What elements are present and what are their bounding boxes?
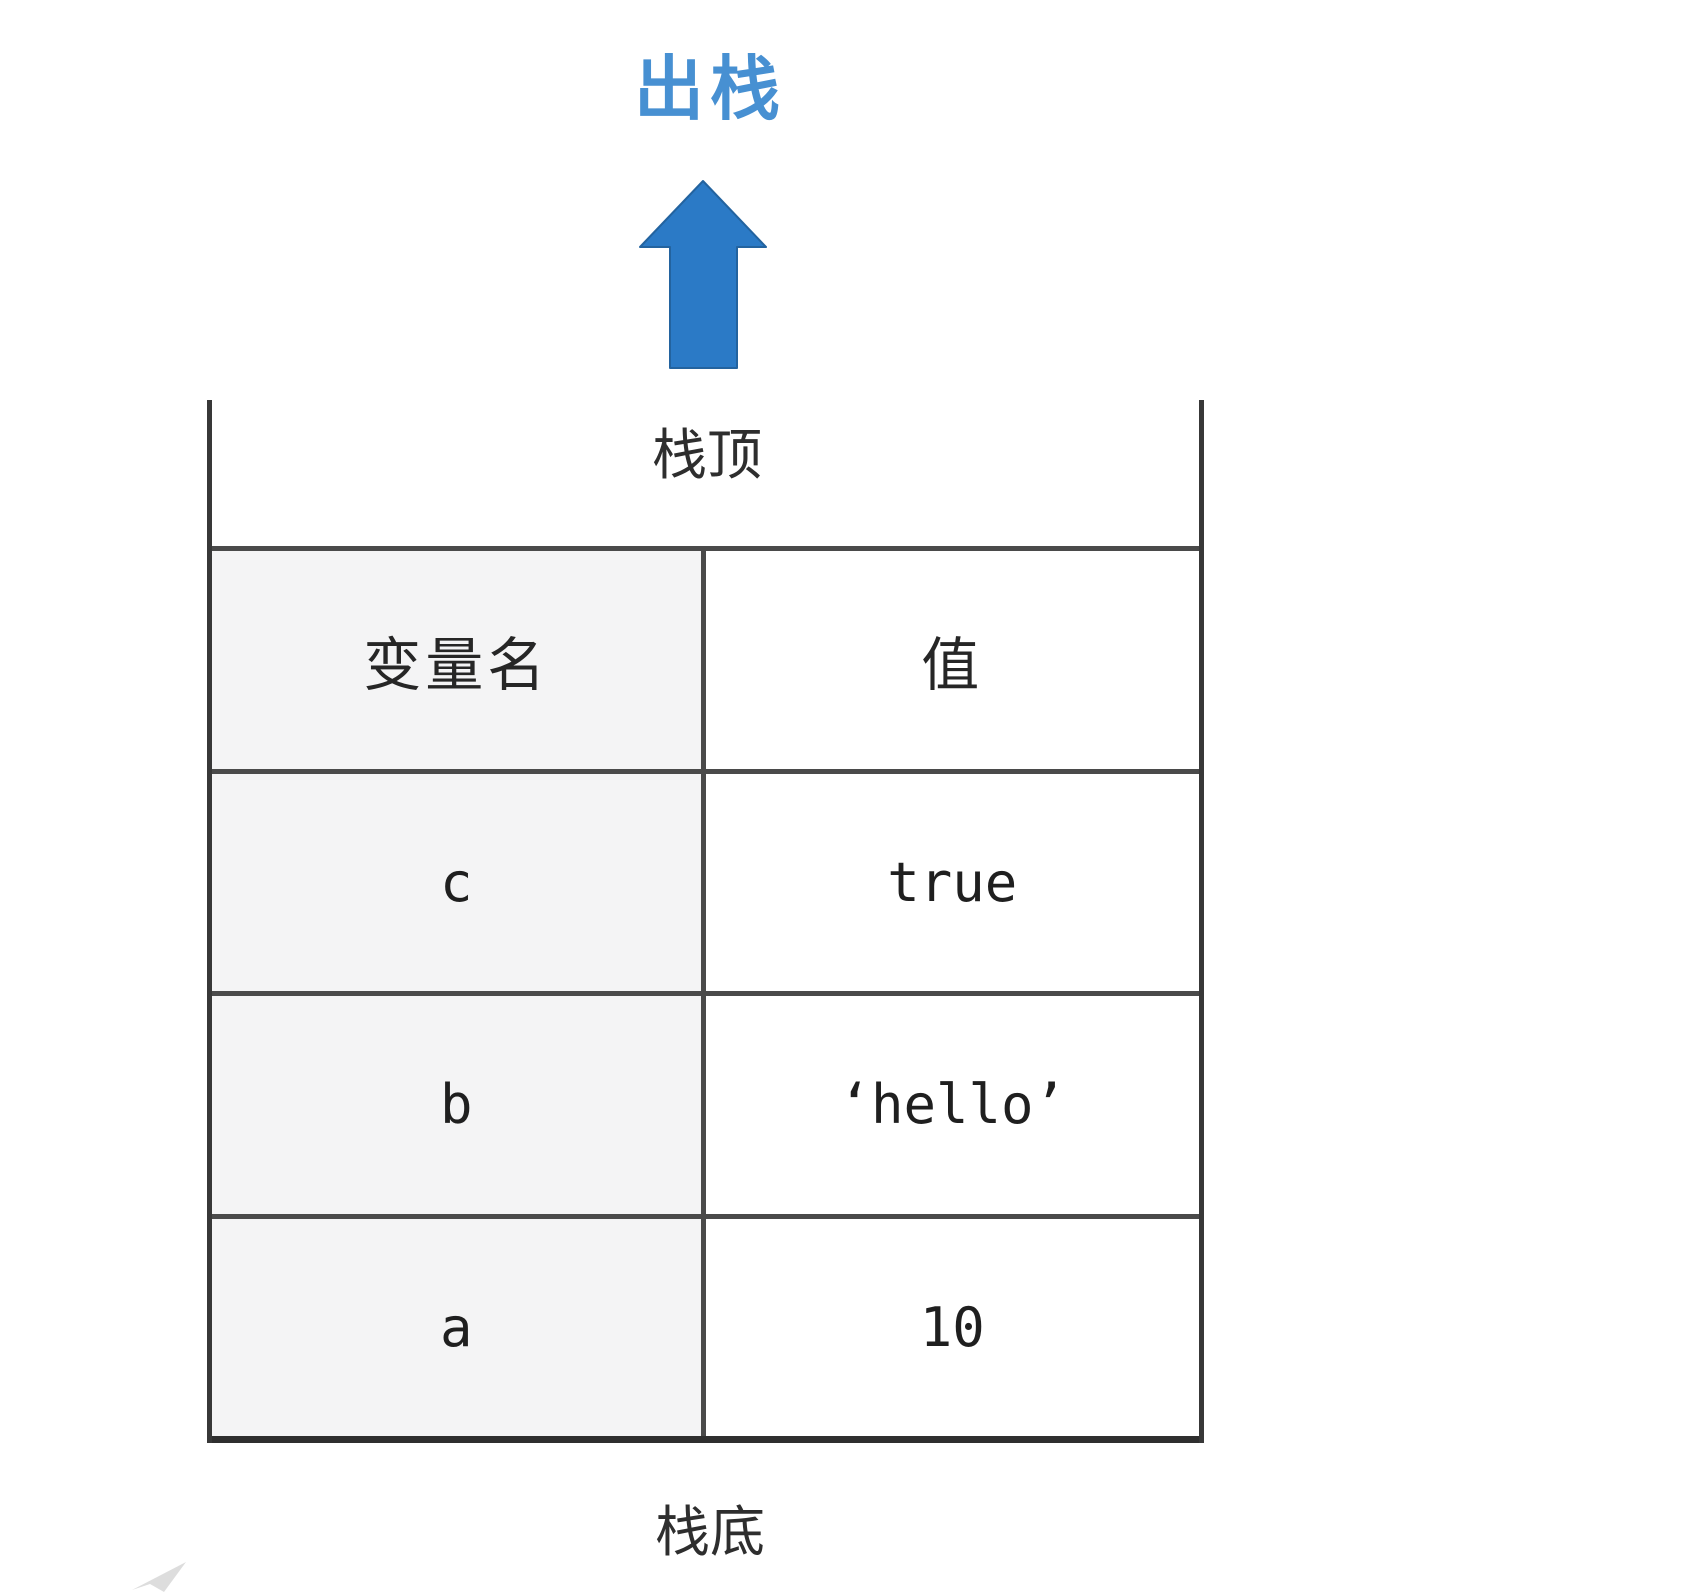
up-arrow-icon (639, 180, 767, 369)
stack-entry-row-c: c true (212, 773, 1199, 996)
stack-entry-row-a: a 10 (212, 1218, 1199, 1436)
header-cell-variable-name: 变量名 (212, 551, 706, 769)
variable-value-cell: ‘hello’ (838, 1073, 1067, 1137)
variable-name-cell: a (212, 1218, 706, 1436)
stack-table: 变量名 值 c true b ‘hello’ a 10 (212, 546, 1199, 1443)
pop-label: 出栈 (634, 48, 786, 130)
variable-name-cell: c (212, 773, 706, 991)
header-cell-value: 值 (921, 630, 984, 699)
stack-entry-row-b: b ‘hello’ (212, 996, 1199, 1219)
table-header-row: 变量名 值 (212, 551, 1199, 774)
variable-name-cell: b (212, 996, 706, 1214)
stack-left-wall (207, 400, 212, 1443)
variable-value-cell: 10 (919, 1295, 985, 1359)
variable-value-cell: true (887, 850, 1018, 914)
stack-right-wall (1199, 400, 1204, 1443)
stack-top-label: 栈顶 (651, 423, 763, 487)
stack-bottom-label: 栈底 (654, 1500, 766, 1564)
cursor-artifact-icon (132, 1562, 186, 1592)
